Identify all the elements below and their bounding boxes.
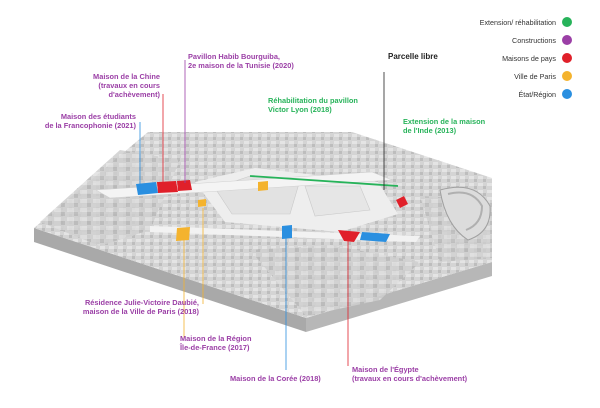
legend-swatch-green [562, 17, 572, 27]
legend-item-extension: Extension/ réhabilitation [480, 16, 572, 28]
label-parcelle-libre: Parcelle libre [388, 52, 438, 61]
map-base-front-face [34, 228, 306, 332]
legend-item-pays: Maisons de pays [502, 52, 572, 64]
label-victor-lyon: Réhabilitation du pavillon Victor Lyon (… [268, 96, 358, 114]
campus-buildings-east [304, 185, 371, 217]
legend-label: Ville de Paris [514, 71, 556, 81]
label-maison-region: Maison de la Région Île-de-France (2017) [180, 334, 252, 352]
building-bourguiba [177, 180, 192, 191]
legend-label: Maisons de pays [502, 53, 556, 63]
building-region-idf [176, 227, 190, 241]
extension-line-victor-lyon [249, 175, 399, 187]
legend-item-constructions: Constructions [512, 34, 572, 46]
building-victor-lyon-yellow [258, 181, 268, 191]
legend-swatch-purple [562, 35, 572, 45]
building-ville-small [198, 199, 206, 207]
label-maison-coree: Maison de la Corée (2018) [230, 374, 321, 383]
label-pavillon-bourguiba: Pavillon Habib Bourguiba, 2e maison de l… [188, 52, 294, 70]
legend-swatch-yellow [562, 71, 572, 81]
building-cluster-south [250, 245, 420, 316]
label-maison-chine: Maison de la Chine (travaux en cours d'a… [93, 72, 160, 99]
label-maison-egypte: Maison de l'Égypte (travaux en cours d'a… [352, 365, 468, 383]
building-egypte [338, 230, 360, 242]
stadium-ring [447, 191, 484, 231]
building-inde [396, 196, 408, 208]
legend-swatch-blue [562, 89, 572, 99]
building-maison-chine [157, 181, 178, 193]
legend-label: État/Région [518, 89, 556, 99]
building-coree [282, 225, 292, 239]
legend-swatch-red [562, 53, 572, 63]
legend-item-etat: État/Région [518, 88, 572, 100]
label-maison-etudiants: Maison des étudiants de la Francophonie … [44, 112, 136, 130]
legend-label: Extension/ réhabilitation [479, 17, 556, 27]
legend-item-ville: Ville de Paris [514, 70, 572, 82]
label-residence-daubie: Résidence Julie-Victoire Daubié, maison … [82, 298, 199, 316]
building-etudiants-francophonie [136, 182, 158, 195]
label-maison-inde: Extension de la maison de l'Inde (2013) [403, 117, 486, 135]
building-etat-south [360, 232, 390, 242]
map-base-right-face [306, 262, 492, 332]
legend-label: Constructions [512, 35, 556, 45]
